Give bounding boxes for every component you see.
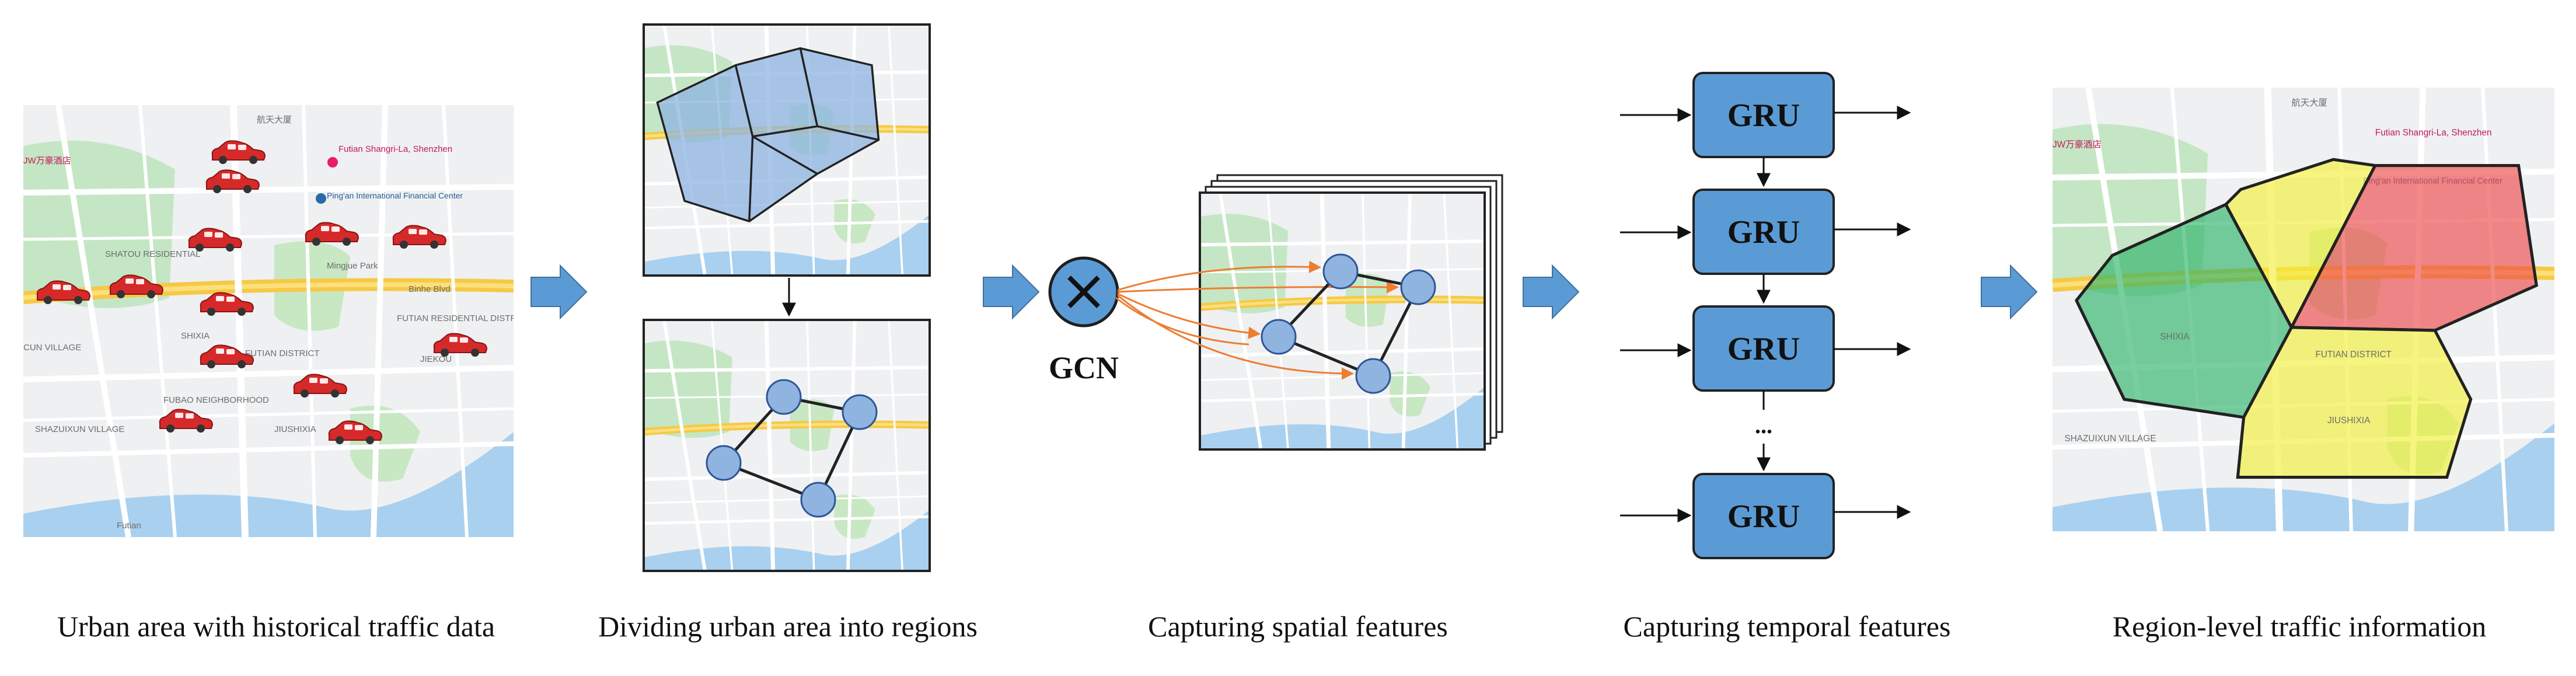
- gru-label: GRU: [1727, 331, 1800, 367]
- map-label-fubao: FUBAO NEIGHBORHOOD: [163, 395, 269, 405]
- gru-cell-3: GRU: [1620, 305, 1911, 392]
- gcn-label: GCN: [1049, 350, 1119, 385]
- gru-ellipsis: ...: [1755, 412, 1772, 438]
- spatial-graph: [1261, 253, 1436, 394]
- spatial-map: [1200, 193, 1485, 449]
- gcn-edges: [1115, 260, 1399, 380]
- map-label-jiekou: JIEKOU: [420, 354, 452, 364]
- map-label-shixia: SHIXIA: [2160, 332, 2190, 342]
- map-pin-icon: [327, 157, 338, 168]
- gru-cell-4: GRU: [1620, 473, 1911, 559]
- map-pin-icon: [316, 193, 326, 204]
- caption-urban-area: Urban area with historical traffic data: [57, 610, 495, 643]
- map-label-hangtian: 航天大厦: [257, 115, 292, 125]
- right-arrow-icon: [983, 264, 1040, 320]
- urban-map: 航天大厦 Futian Shangri-La, Shenzhen JW万豪酒店 …: [23, 105, 530, 537]
- gru-label: GRU: [1727, 214, 1800, 250]
- map-label-shatou: SHATOU RESIDENTIAL: [105, 249, 201, 259]
- map-label-shazuixun: SHAZUIXUN VILLAGE: [35, 424, 124, 434]
- map-label-shixia: SHIXIA: [181, 331, 210, 341]
- map-label-futian: Futian: [117, 521, 141, 531]
- region-map-bottom: [644, 320, 930, 571]
- map-label-futian-residential: FUTIAN RESIDENTIAL DISTRICT: [397, 313, 530, 323]
- map-label-hangtian: 航天大厦: [2292, 97, 2327, 108]
- gru-cell-2: GRU: [1620, 189, 1911, 275]
- map-label-shazuixun: SHAZUIXUN VILLAGE: [2064, 434, 2156, 444]
- map-label-shangri-la: Futian Shangri-La, Shenzhen: [2375, 128, 2492, 138]
- map-label-jiushixia: JIUSHIXIA: [2327, 416, 2371, 426]
- right-arrow-icon: [1981, 264, 2038, 320]
- panel-dividing-regions: [643, 23, 931, 572]
- map-label-jw: JW万豪酒店: [2053, 139, 2102, 150]
- gru-label: GRU: [1727, 97, 1800, 134]
- gru-label: GRU: [1727, 499, 1800, 535]
- panel-spatial-features: GCN: [1048, 174, 1503, 451]
- gru-cell-1: GRU: [1620, 72, 1911, 158]
- panel-temporal-features: GRU GRU GRU ... GRU: [1620, 72, 1911, 559]
- map-label-shangri-la: Futian Shangri-La, Shenzhen: [338, 144, 452, 154]
- caption-region-traffic: Region-level traffic information: [2113, 610, 2487, 643]
- map-label-jw: JW万豪酒店: [23, 155, 71, 166]
- map-label-cun: CUN VILLAGE: [23, 343, 81, 353]
- map-label-jiushixia: JIUSHIXIA: [274, 424, 316, 434]
- map-label-futian-district: FUTIAN DISTRICT: [2315, 350, 2392, 360]
- map-label-futian-district: FUTIAN DISTRICT: [245, 349, 320, 358]
- region-map-top: [644, 25, 930, 276]
- panel-region-traffic: 航天大厦 Futian Shangri-La, Shenzhen JW万豪酒店 …: [2053, 88, 2554, 531]
- caption-dividing-regions: Dividing urban area into regions: [598, 610, 978, 643]
- right-arrow-icon: [1523, 264, 1580, 320]
- map-label-binhe: Binhe Blvd: [409, 284, 451, 294]
- region-graph: [706, 379, 878, 518]
- multiply-icon: [1048, 256, 1119, 327]
- caption-temporal-features: Capturing temporal features: [1624, 610, 1951, 643]
- caption-spatial-features: Capturing spatial features: [1148, 610, 1448, 643]
- region-traffic-map: 航天大厦 Futian Shangri-La, Shenzhen JW万豪酒店 …: [2053, 88, 2554, 531]
- panel-urban-area: 航天大厦 Futian Shangri-La, Shenzhen JW万豪酒店 …: [23, 105, 530, 537]
- right-arrow-icon: [530, 264, 588, 320]
- map-label-pingan: Ping'an International Financial Center: [327, 191, 463, 200]
- map-label-mingjue: Mingjue Park: [327, 261, 378, 271]
